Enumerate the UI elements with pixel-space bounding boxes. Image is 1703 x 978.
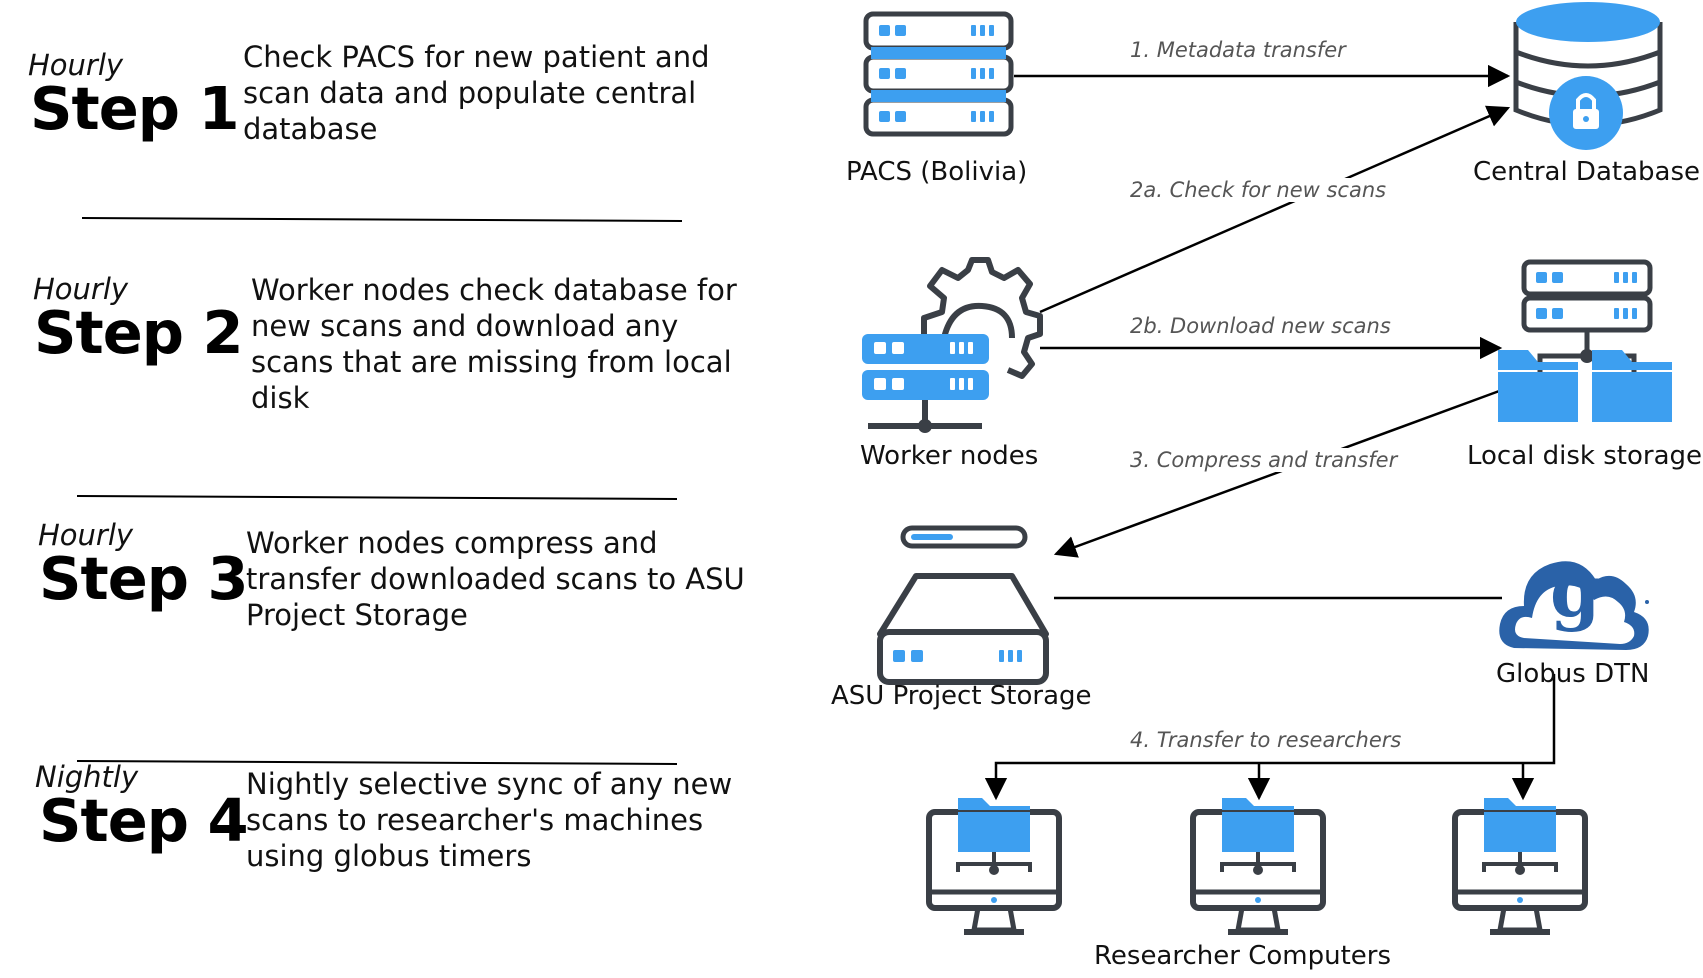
globus-label: Globus DTN: [1496, 659, 1650, 689]
step-3-frequency: Hourly: [38, 518, 134, 552]
storage-drive-icon: [877, 525, 1049, 685]
worker-nodes-label: Worker nodes: [860, 441, 1039, 471]
edge-label-metadata-transfer: 1. Metadata transfer: [1126, 38, 1350, 62]
step-1-description: Check PACS for new patient and scan data…: [243, 40, 710, 146]
separator-3: [76, 760, 678, 765]
edge-label-compress-transfer: 3. Compress and transfer: [1126, 448, 1402, 472]
step-1-frequency: Hourly: [28, 48, 124, 82]
step-4-description: Nightly selective sync of any new scans …: [246, 767, 733, 873]
step-2-title: Step 2: [34, 298, 244, 367]
pacs-label: PACS (Bolivia): [846, 157, 1028, 187]
edge-label-download-new-scans: 2b. Download new scans: [1126, 314, 1395, 338]
svg-text:g: g: [1550, 548, 1600, 633]
edge-label-check-new-scans: 2a. Check for new scans: [1126, 178, 1391, 202]
step-1-title: Step 1: [30, 74, 240, 143]
step-2-description: Worker nodes check database for new scan…: [251, 273, 737, 415]
monitor-folder-icon: [1190, 798, 1326, 935]
step-4-frequency: Nightly: [35, 760, 139, 794]
globus-logo: g: [1499, 548, 1649, 650]
step-3-description: Worker nodes compress and transfer downl…: [246, 526, 745, 632]
locked-database-icon: [1513, 2, 1663, 150]
edge-compress-transfer: [1053, 388, 1503, 558]
step-3-title: Step 3: [39, 544, 249, 613]
local-disk-label: Local disk storage: [1467, 441, 1703, 471]
server-rack-icon: [863, 11, 1014, 137]
monitor-folder-icon: [926, 798, 1062, 935]
researchers-label: Researcher Computers: [1094, 941, 1392, 971]
monitor-folder-icon: [1452, 798, 1588, 935]
gear-server-icon: [862, 257, 1043, 433]
step-2-frequency: Hourly: [33, 272, 129, 306]
step-4-title: Step 4: [39, 786, 249, 855]
separator-1: [81, 217, 683, 222]
asu-storage-label: ASU Project Storage: [831, 681, 1092, 711]
separator-2: [76, 495, 678, 500]
central-database-label: Central Database: [1473, 157, 1700, 187]
server-folders-icon: [1498, 259, 1672, 422]
edge-transfer-researchers: [984, 674, 1556, 801]
edge-label-transfer-researchers: 4. Transfer to researchers: [1126, 728, 1406, 752]
edge-check-new-scans: [1039, 105, 1511, 314]
